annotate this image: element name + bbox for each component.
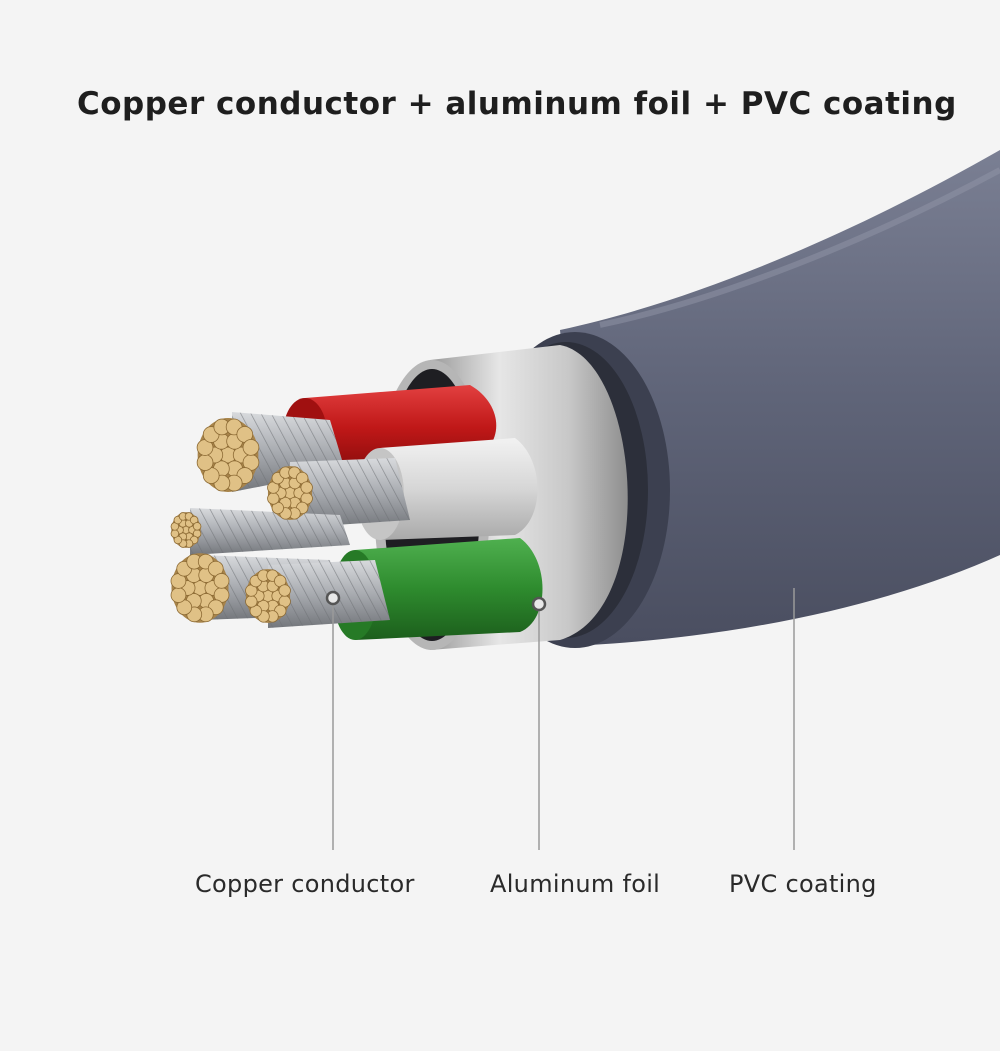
copper-strand — [267, 492, 280, 505]
copper-strand — [278, 584, 291, 597]
copper-strand — [245, 595, 258, 608]
foil-leader-dot — [531, 596, 547, 612]
copper-strand — [300, 481, 313, 494]
copper-strand — [192, 522, 202, 531]
copper-strand — [170, 529, 180, 538]
copper-strand — [213, 573, 230, 589]
label-aluminum-foil: Aluminum foil — [490, 870, 661, 898]
copper-strand — [196, 454, 214, 471]
copper-strand — [242, 439, 260, 456]
label-copper-conductor: Copper conductor — [195, 870, 415, 898]
callout-lines — [325, 588, 795, 850]
label-pvc-coating: PVC coating — [729, 870, 877, 898]
copper-leader-dot — [325, 590, 341, 606]
copper-strand — [170, 587, 187, 603]
copper-conductor-ends — [170, 418, 313, 623]
page-title: Copper conductor + aluminum foil + PVC c… — [77, 86, 957, 122]
